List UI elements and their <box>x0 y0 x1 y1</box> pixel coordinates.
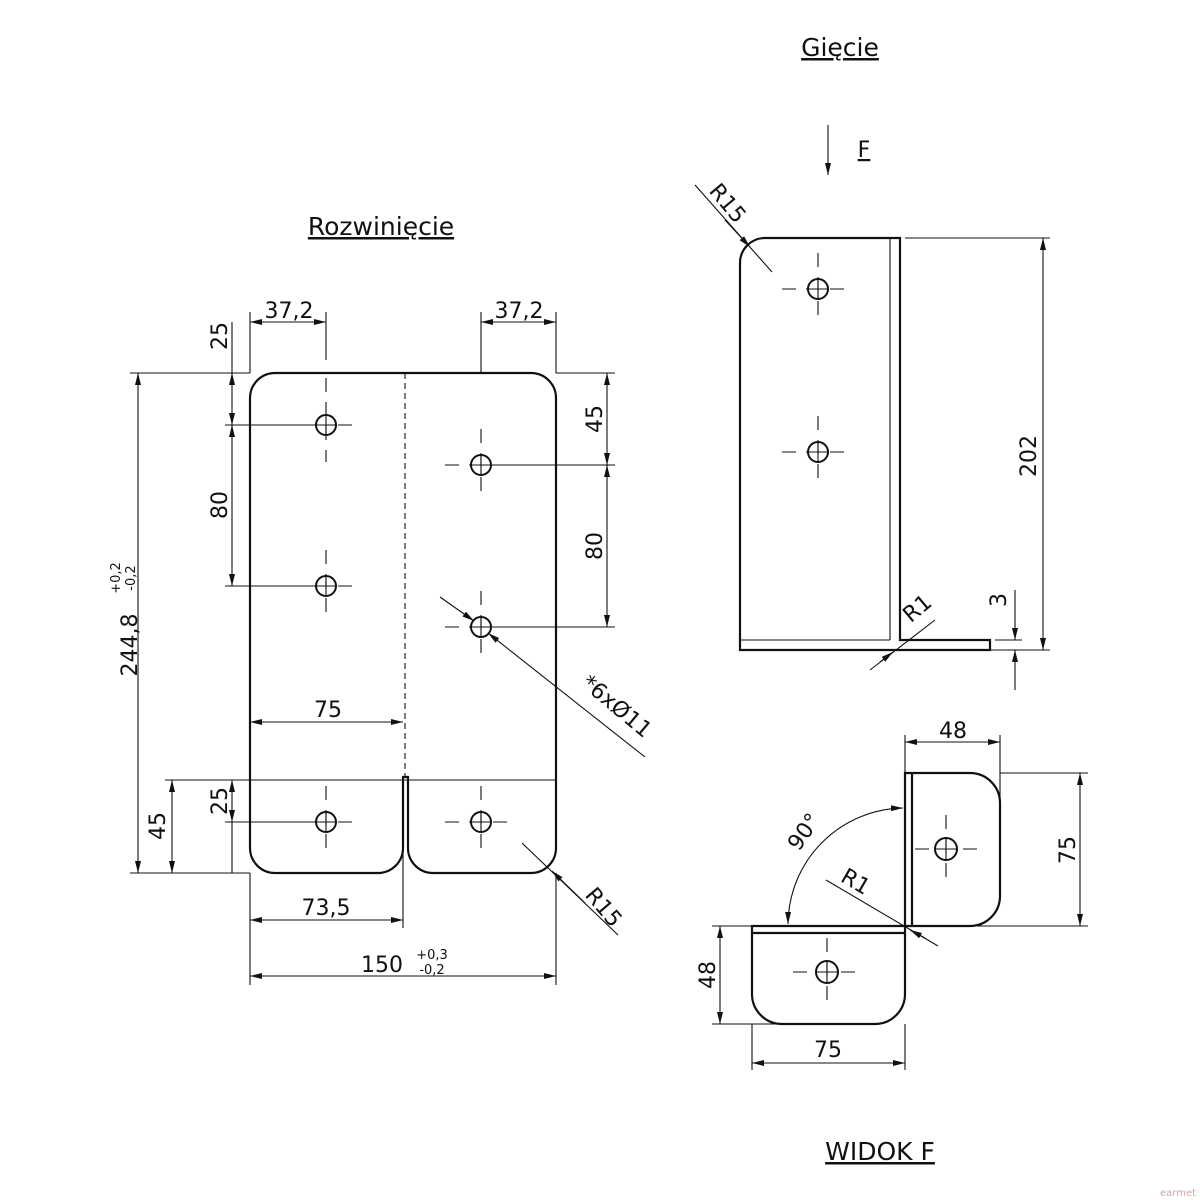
view-direction-label: F <box>858 138 871 163</box>
dim-width: 150 <box>361 953 403 978</box>
holes-callout: *6xØ11 <box>576 671 656 744</box>
dim-width-tol-plus: +0,3 <box>416 948 448 963</box>
watermark: earmet <box>1160 1188 1196 1199</box>
dim-top-left: 37,2 <box>265 299 314 324</box>
dim-angle: 90° <box>783 809 826 855</box>
dim-left-height: 48 <box>696 961 721 989</box>
horizontal-leg-outline <box>750 924 907 1026</box>
dim-bottom-width: 75 <box>814 1038 842 1063</box>
dim-bottom-hole: 25 <box>208 787 233 815</box>
dim-height-tol-plus: +0,2 <box>109 562 124 594</box>
dim-right-hole-spacing: 80 <box>583 532 608 560</box>
dim-right-height: 75 <box>1056 836 1081 864</box>
vertical-leg-outline <box>903 771 1002 928</box>
dim-bent-height: 202 <box>1017 435 1042 477</box>
dim-width-tol-minus: -0,2 <box>419 963 444 978</box>
hole-icon <box>782 416 854 488</box>
bent-side-view: F 202 3 R15 R1 <box>694 125 1050 690</box>
hole-icon <box>445 786 517 858</box>
dim-height-tol-minus: -0,2 <box>124 565 139 590</box>
flat-outline <box>248 371 558 875</box>
bent-view-title: Gięcie <box>801 33 879 62</box>
dim-view-bend-radius: R1 <box>836 864 874 900</box>
hole-icon <box>290 378 362 462</box>
flat-pattern: 37,2 37,2 25 80 244,8 +0,2 -0,2 45 25 45… <box>109 299 656 985</box>
hole-icon <box>782 253 854 325</box>
dim-top-right: 37,2 <box>495 299 544 324</box>
hole-icon <box>290 550 362 622</box>
dim-height: 244,8 <box>118 614 143 677</box>
dim-right-top-hole: 45 <box>583 405 608 433</box>
flat-pattern-title: Rozwinięcie <box>308 212 454 241</box>
dim-bent-corner-radius: R15 <box>703 179 750 228</box>
dim-left-top-hole: 25 <box>208 322 233 350</box>
dim-bottom-tab: 45 <box>146 812 171 840</box>
view-f-title: WIDOK F <box>825 1137 935 1166</box>
hole-icon <box>793 938 860 1006</box>
view-f: 48 75 48 75 90° R1 <box>696 719 1088 1070</box>
dim-thickness: 3 <box>987 593 1012 607</box>
bent-outline <box>738 236 992 652</box>
dim-corner-radius: R15 <box>579 883 626 932</box>
dim-half-width: 75 <box>314 698 342 723</box>
dim-left-hole-spacing: 80 <box>208 491 233 519</box>
hole-icon <box>915 815 980 883</box>
dim-top-width: 48 <box>939 719 967 744</box>
dim-slot-offset: 73,5 <box>302 896 351 921</box>
